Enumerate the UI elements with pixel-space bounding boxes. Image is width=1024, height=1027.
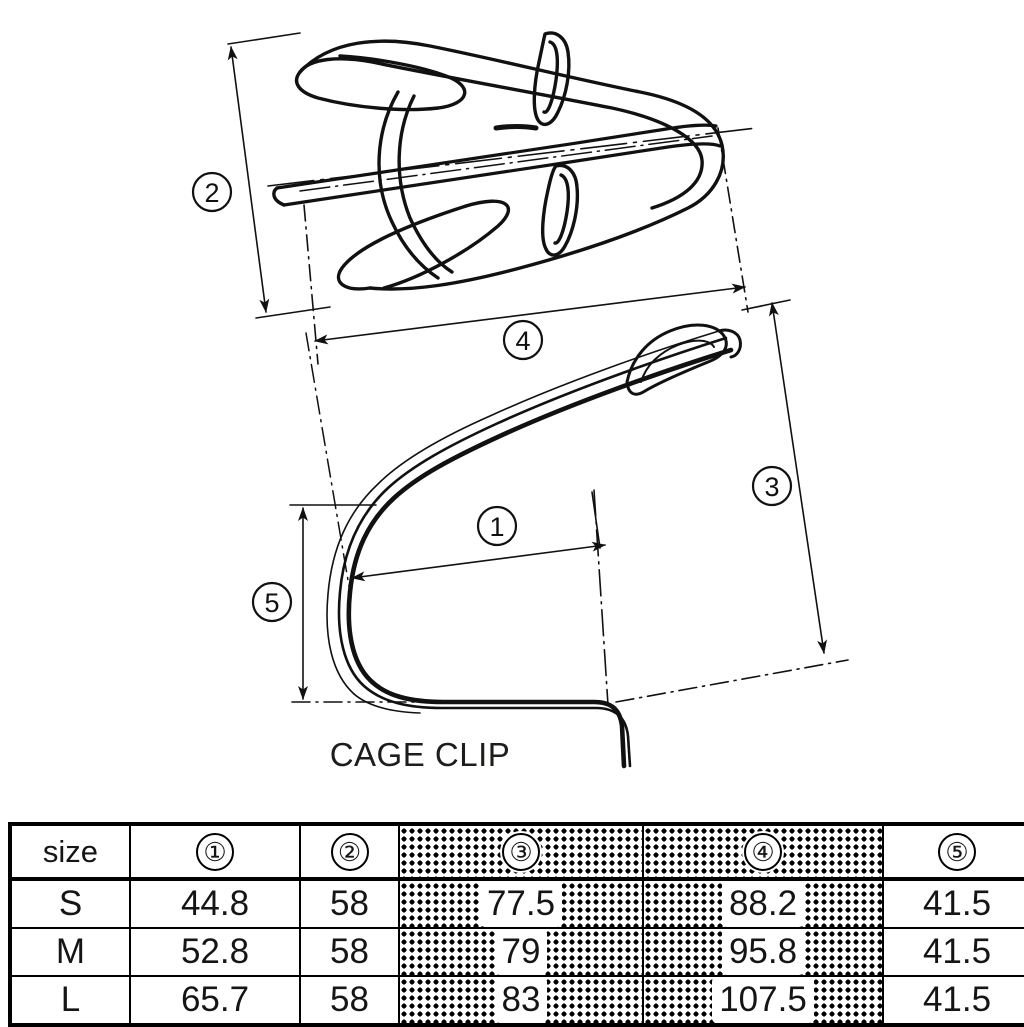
side-view-centerline	[593, 489, 609, 706]
cell-dim-2: 58	[299, 878, 400, 929]
cell-dim-5-value: 41.5	[922, 932, 992, 971]
cell-dim-4-value: 107.5	[715, 980, 811, 1020]
cell-dim-3-value: 83	[497, 980, 545, 1020]
header-dim-2: ②	[299, 823, 400, 881]
cell-dim-4: 95.8	[642, 927, 884, 977]
cell-size: M	[9, 927, 131, 977]
ext-line-2-bottom	[255, 306, 331, 319]
cell-dim-2-value: 58	[330, 932, 369, 971]
cell-size-value: S	[58, 884, 83, 923]
cell-size-value: M	[55, 932, 86, 971]
drawing-area: 1 2 3 4 5	[191, 31, 849, 769]
dimension-4	[303, 127, 749, 365]
callout-5-label: 5	[264, 588, 279, 618]
callout-3-label: 3	[764, 472, 779, 502]
cell-dim-5-value: 41.5	[922, 980, 992, 1019]
callout-2-label: 2	[204, 178, 219, 208]
cell-size: L	[9, 975, 131, 1026]
header-dim-3-balloon: ③	[502, 832, 540, 871]
top-view-geometry	[272, 31, 725, 291]
cell-dim-5: 41.5	[882, 878, 1024, 929]
part-caption: CAGE CLIP	[329, 736, 511, 773]
ext-line-4-left	[303, 204, 319, 365]
cell-dim-2: 58	[299, 975, 400, 1026]
cell-dim-2-value: 58	[330, 980, 369, 1019]
header-dim-5-balloon: ⑤	[938, 832, 976, 871]
spec-table-head: size ① ② ③ ④ ⑤	[9, 823, 1024, 881]
cell-dim-2: 58	[299, 927, 400, 977]
technical-drawing-svg: 1 2 3 4 5	[191, 31, 849, 769]
cell-dim-5-value: 41.5	[922, 884, 992, 923]
header-size: size	[9, 823, 131, 881]
header-dim-2-balloon: ②	[330, 832, 369, 871]
header-dim-1-balloon: ①	[196, 832, 234, 871]
dim-line-1	[351, 541, 606, 582]
callout-3: 3	[751, 465, 793, 507]
callout-2: 2	[191, 171, 233, 213]
ext-line-2-top	[227, 32, 301, 45]
top-view-centerline	[267, 127, 757, 187]
cell-dim-3-value: 79	[497, 932, 545, 972]
cell-dim-3: 79	[398, 927, 644, 977]
ext-line-1-right	[591, 491, 601, 549]
cell-size: S	[9, 878, 131, 929]
cell-dim-4-value: 88.2	[724, 884, 802, 924]
callout-5: 5	[251, 581, 293, 623]
dim-line-2	[227, 46, 270, 313]
cell-dim-1-value: 44.8	[180, 884, 250, 923]
cell-dim-1: 44.8	[129, 878, 301, 929]
header-dim-3: ③	[398, 823, 644, 881]
tie-line-left	[305, 332, 351, 593]
cell-dim-3-value: 77.5	[482, 884, 560, 924]
table-row: L 65.7 58 83 107.5 41.5	[9, 975, 1024, 1026]
dim-line-4	[314, 283, 746, 345]
cell-dim-5: 41.5	[882, 927, 1024, 977]
dimension-3	[615, 299, 849, 703]
table-row: S 44.8 58 77.5 88.2 41.5	[9, 878, 1024, 929]
header-dim-5: ⑤	[882, 823, 1024, 881]
table-header-row: size ① ② ③ ④ ⑤	[9, 823, 1024, 881]
table-row: M 52.8 58 79 95.8 41.5	[9, 927, 1024, 977]
callout-4: 4	[502, 319, 544, 361]
header-size-label: size	[42, 833, 99, 869]
spec-table: size ① ② ③ ④ ⑤	[8, 822, 1024, 1027]
cell-dim-2-value: 58	[330, 884, 369, 923]
callout-4-label: 4	[515, 326, 530, 356]
header-dim-1: ①	[129, 823, 301, 881]
header-dim-4-balloon: ④	[744, 832, 782, 871]
cell-dim-4: 107.5	[642, 975, 884, 1026]
spec-table-container: size ① ② ③ ④ ⑤	[8, 822, 1024, 1027]
dim-line-3	[768, 302, 828, 654]
dimension-5	[289, 504, 421, 703]
rail-centerline	[299, 135, 713, 192]
cell-dim-4-value: 95.8	[724, 932, 802, 972]
cell-size-value: L	[60, 980, 81, 1019]
cell-dim-5: 41.5	[882, 975, 1024, 1026]
cell-dim-1: 65.7	[129, 975, 301, 1026]
cell-dim-3: 77.5	[398, 878, 644, 929]
cell-dim-4: 88.2	[642, 878, 884, 929]
header-dim-4: ④	[642, 823, 884, 881]
side-view-geometry	[326, 323, 742, 769]
dimension-1	[351, 491, 606, 582]
ext-line-4-right	[717, 127, 749, 313]
cell-dim-1: 52.8	[129, 927, 301, 977]
cell-dim-1-value: 52.8	[180, 932, 250, 971]
cell-dim-3: 83	[398, 975, 644, 1026]
spec-table-body: S 44.8 58 77.5 88.2 41.5 M	[9, 878, 1024, 1026]
callout-1-label: 1	[489, 512, 504, 542]
drawing-callouts: 1 2 3 4 5	[191, 171, 793, 623]
callout-1: 1	[476, 505, 518, 547]
ext-line-3-top	[741, 299, 791, 311]
dimension-2	[227, 32, 331, 319]
cell-dim-1-value: 65.7	[180, 980, 250, 1019]
ext-line-3-bottom	[615, 659, 849, 703]
